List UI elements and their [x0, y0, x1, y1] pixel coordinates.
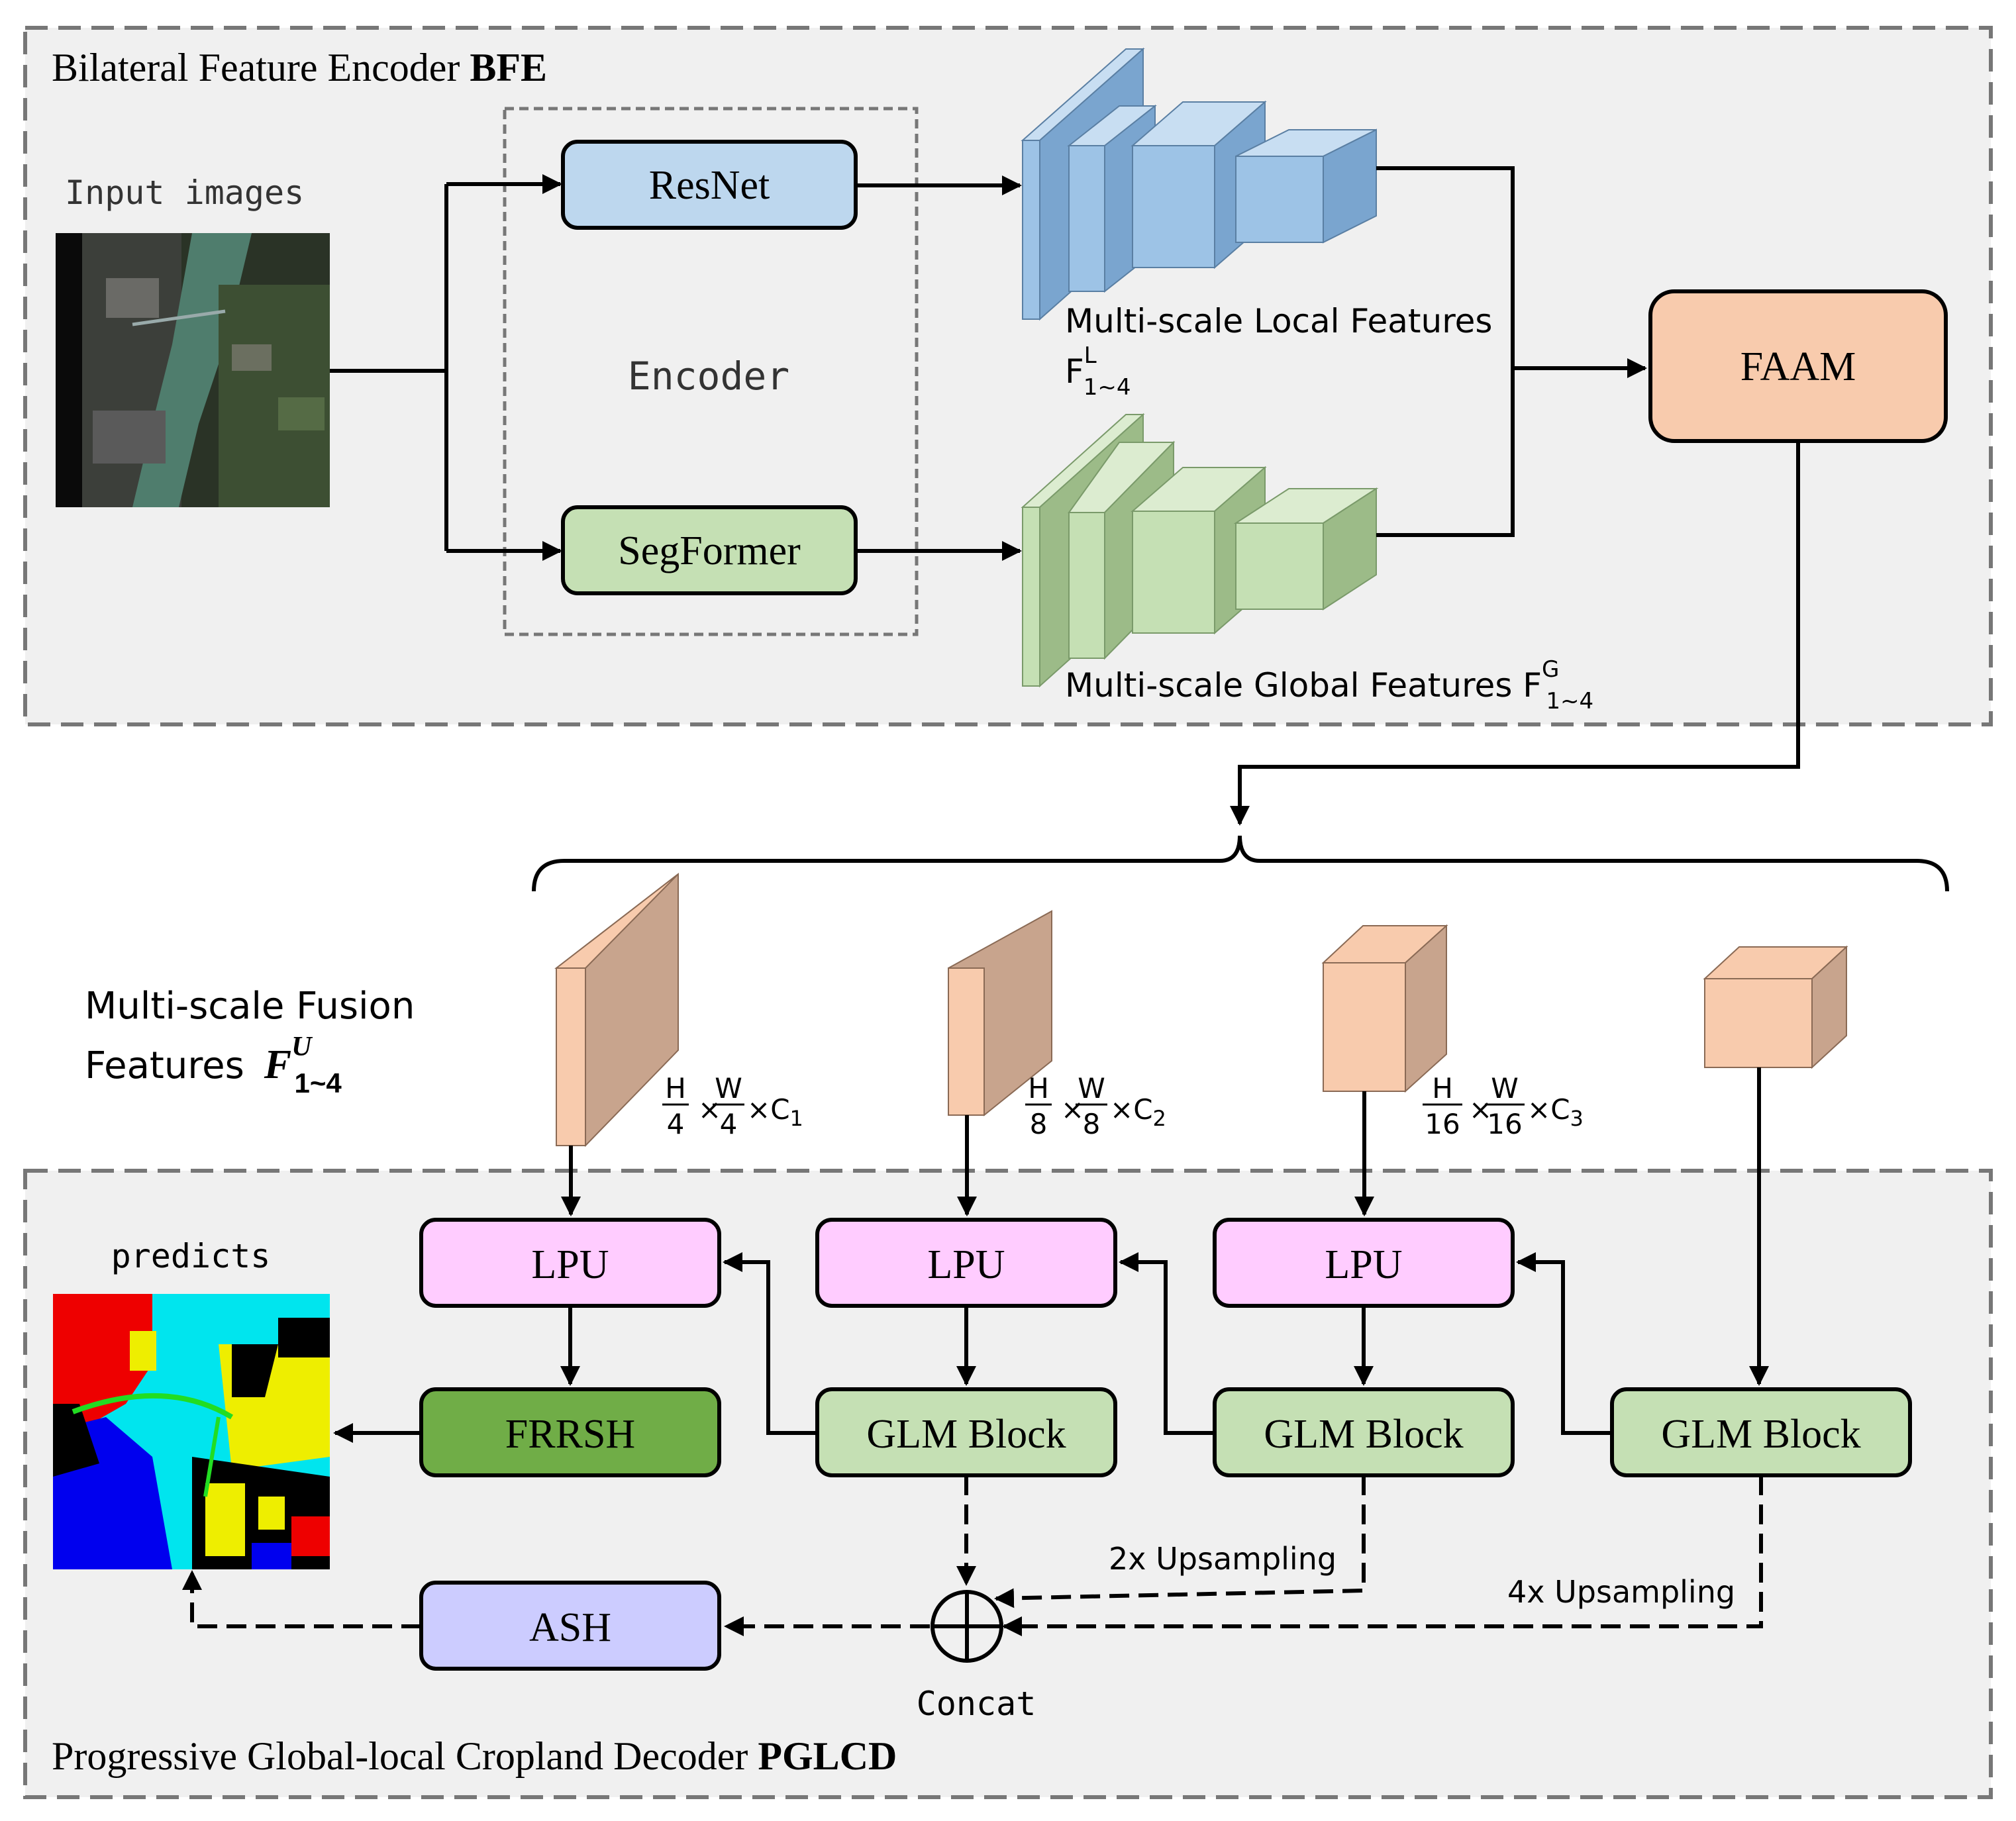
size-label-2: H 8 × W 8 ×C2	[1025, 1072, 1166, 1140]
svg-text:H: H	[1432, 1072, 1453, 1105]
svg-text:4: 4	[667, 1108, 685, 1140]
svg-text:4: 4	[720, 1108, 738, 1140]
svg-text:8: 8	[1030, 1108, 1048, 1140]
local-feature-stack	[1021, 47, 1377, 321]
svg-text:×: ×	[1061, 1093, 1084, 1126]
encoder-label: Encoder	[628, 354, 789, 399]
svg-text:16: 16	[1425, 1108, 1460, 1140]
faam-output-arrow	[1230, 441, 1800, 826]
pglcd-title: Progressive Global-local Cropland Decode…	[52, 1734, 897, 1778]
concat-label: Concat	[917, 1685, 1036, 1723]
svg-text:W: W	[1078, 1072, 1105, 1105]
predicts-label: predicts	[111, 1237, 271, 1275]
curly-brace	[532, 835, 1949, 892]
svg-text:W: W	[715, 1072, 742, 1105]
svg-text:16: 16	[1487, 1108, 1522, 1140]
lpu-label-1: LPU	[531, 1242, 609, 1287]
svg-text:×C2: ×C2	[1110, 1093, 1166, 1131]
ash-label: ASH	[529, 1605, 611, 1650]
svg-text:×: ×	[1469, 1093, 1492, 1126]
glm-label-2: GLM Block	[1264, 1412, 1463, 1457]
svg-text:×C1: ×C1	[747, 1093, 803, 1131]
lpu-label-2: LPU	[927, 1242, 1005, 1287]
fusion-cube-3	[1321, 924, 1448, 1093]
upsampling-4x-label: 4x Upsampling	[1507, 1574, 1735, 1610]
faam-label: FAAM	[1740, 344, 1856, 389]
input-split-arrows	[330, 174, 1022, 561]
svg-text:×: ×	[698, 1093, 721, 1126]
svg-text:8: 8	[1083, 1108, 1101, 1140]
bfe-title: Bilateral Feature Encoder BFE	[52, 46, 547, 89]
fusion-cube-1	[554, 872, 679, 1148]
local-features-label: Multi-scale Local Features	[1065, 302, 1492, 340]
glm-label-3: GLM Block	[1661, 1412, 1860, 1457]
size-label-1: H 4 × W 4 ×C1	[662, 1072, 803, 1140]
resnet-label: ResNet	[649, 163, 770, 208]
concat-symbol	[931, 1590, 1003, 1663]
fusion-cube-2	[947, 910, 1052, 1116]
features-to-faam-arrows	[1376, 166, 1647, 537]
fusion-label-line1: Multi-scale Fusion	[85, 985, 415, 1028]
input-satellite-image	[56, 233, 330, 507]
prediction-map-image	[53, 1294, 330, 1569]
lpu-label-3: LPU	[1325, 1242, 1402, 1287]
svg-text:H: H	[665, 1072, 686, 1105]
segformer-label: SegFormer	[618, 528, 801, 573]
encoder-box	[503, 107, 919, 636]
svg-text:×C3: ×C3	[1527, 1093, 1584, 1131]
upsampling-2x-label: 2x Upsampling	[1109, 1541, 1336, 1577]
glm-label-1: GLM Block	[866, 1412, 1066, 1457]
fusion-cube-4	[1703, 945, 1848, 1069]
decoder-solid-arrows	[333, 1252, 1612, 1443]
cube-input-arrows	[561, 1067, 1769, 1386]
global-feature-stack	[1021, 413, 1379, 688]
decoder-dashed-arrows	[182, 1475, 1763, 1636]
svg-text:H: H	[1028, 1072, 1049, 1105]
input-images-label: Input images	[65, 173, 304, 212]
frrsh-label: FRRSH	[505, 1412, 635, 1457]
size-label-3: H 16 × W 16 ×C3	[1423, 1072, 1584, 1140]
svg-text:W: W	[1491, 1072, 1519, 1105]
